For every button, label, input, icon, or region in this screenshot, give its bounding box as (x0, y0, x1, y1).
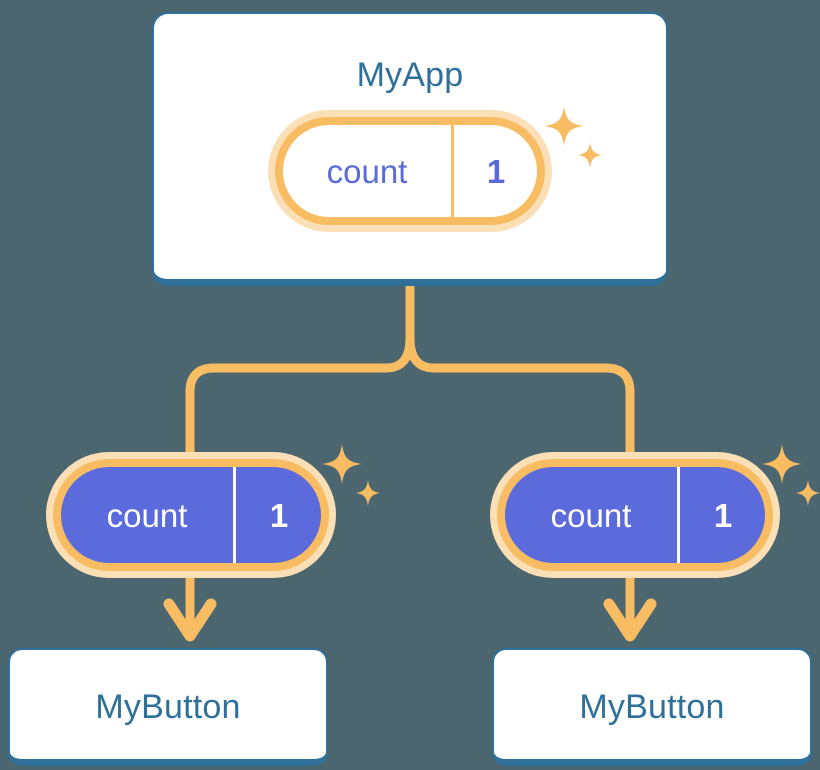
component-label: MyButton (95, 688, 241, 726)
state-pill-myapp[interactable]: count 1 (268, 110, 552, 232)
sparkle-icon (356, 480, 380, 506)
state-pill-body: count 1 (275, 117, 545, 225)
state-pill-child-left[interactable]: count 1 (46, 452, 336, 578)
component-card-mybutton-right[interactable]: MyButton (492, 648, 812, 766)
state-value: 1 (233, 467, 321, 563)
state-value: 1 (677, 467, 765, 563)
state-key: count (550, 496, 632, 534)
component-card-mybutton-left[interactable]: MyButton (8, 648, 328, 766)
state-key: count (326, 152, 408, 190)
sparkle-icon (322, 444, 362, 484)
state-pill-body: count 1 (53, 459, 329, 571)
sparkle-icon (796, 480, 820, 506)
state-pill-child-right[interactable]: count 1 (490, 452, 780, 578)
state-pill-body: count 1 (497, 459, 773, 571)
state-value: 1 (451, 125, 537, 217)
arrow-down-icon-right (603, 598, 657, 642)
arrow-down-icon-left (163, 598, 217, 642)
page-title: MyApp (356, 56, 464, 94)
connector-branch-right (405, 333, 635, 475)
connector-branch-left (185, 333, 415, 475)
component-label: MyButton (579, 688, 725, 726)
state-key: count (106, 496, 188, 534)
